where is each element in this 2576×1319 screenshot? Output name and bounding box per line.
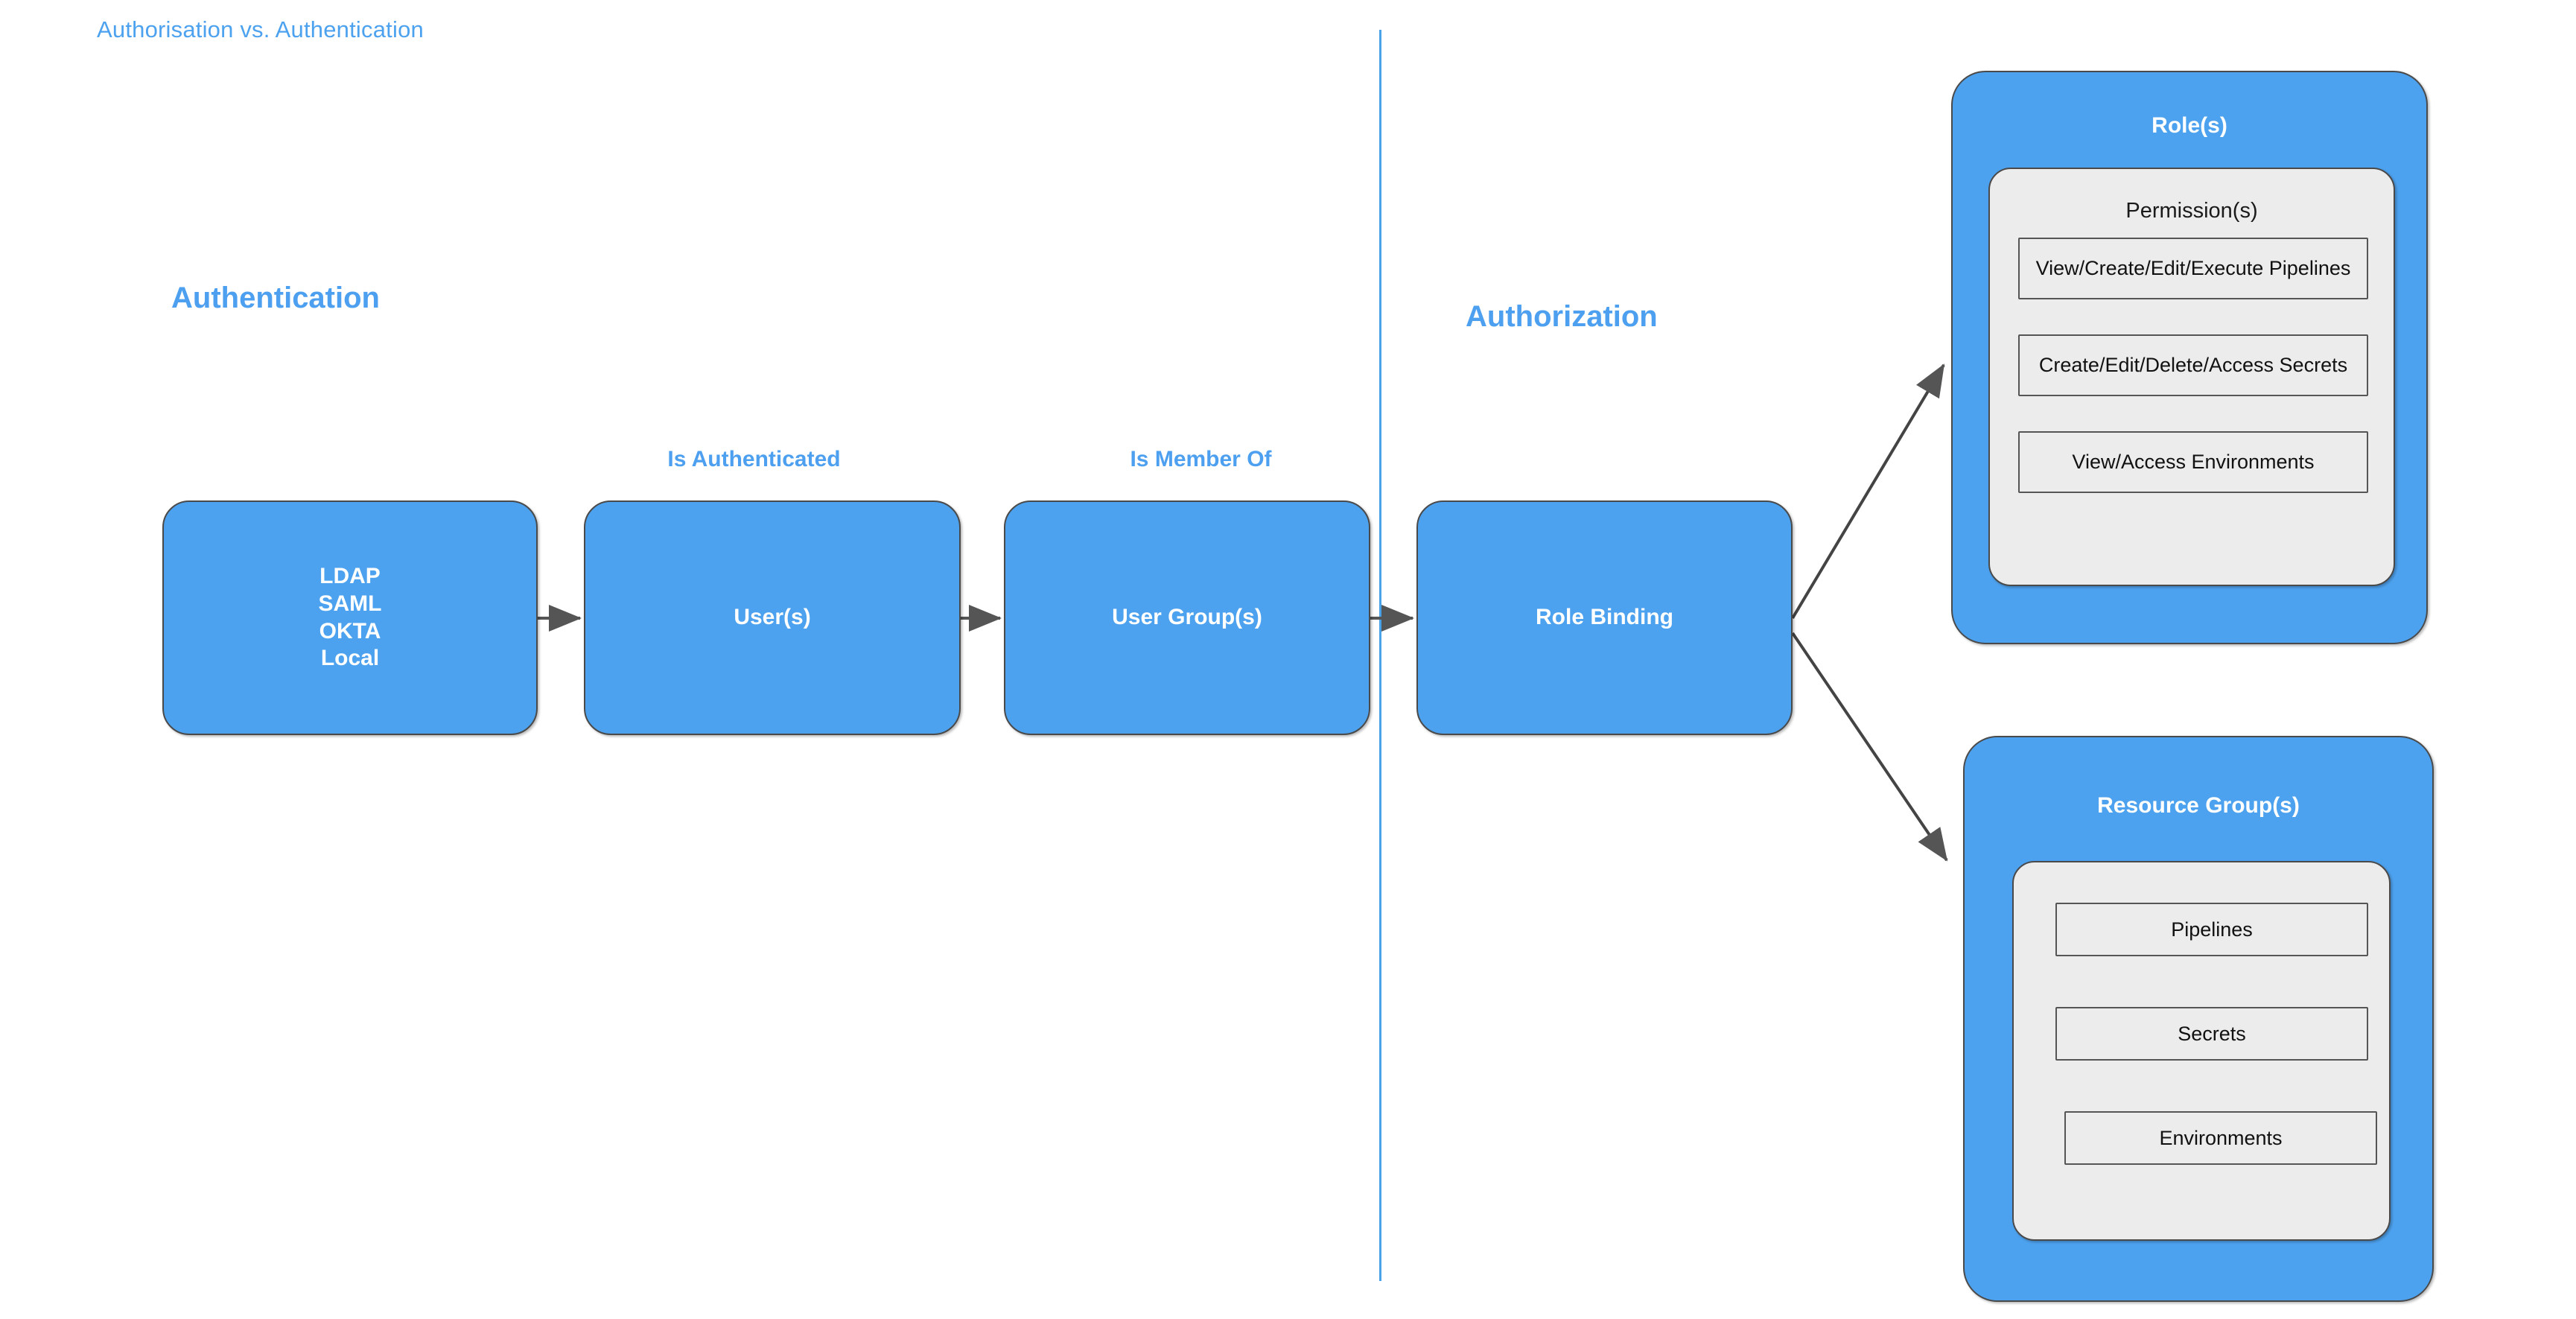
section-heading-authentication: Authentication xyxy=(171,282,380,314)
node-role-binding[interactable]: Role Binding xyxy=(1416,500,1793,735)
edge-label-is-authenticated: Is Authenticated xyxy=(667,447,841,471)
provider-saml: SAML xyxy=(318,591,382,616)
node-user-groups-label: User Group(s) xyxy=(1112,605,1262,630)
permission-item-pipelines[interactable]: View/Create/Edit/Execute Pipelines xyxy=(2018,238,2368,299)
section-divider xyxy=(1379,30,1381,1281)
panel-permissions: Permission(s) View/Create/Edit/Execute P… xyxy=(1988,168,2395,586)
section-heading-authorization: Authorization xyxy=(1466,300,1658,333)
arrow-rolebinding-to-roles xyxy=(1791,363,1945,620)
permission-item-secrets[interactable]: Create/Edit/Delete/Access Secrets xyxy=(2018,334,2368,396)
group-roles-title: Role(s) xyxy=(2152,113,2227,138)
panel-permissions-title: Permission(s) xyxy=(2125,199,2258,223)
panel-resources: Pipelines Secrets Environments xyxy=(2012,861,2391,1241)
group-resource-groups-title: Resource Group(s) xyxy=(2097,793,2300,818)
node-identity-providers[interactable]: LDAP SAML OKTA Local xyxy=(162,500,538,735)
node-user-groups[interactable]: User Group(s) xyxy=(1004,500,1370,735)
arrow-rolebinding-to-resourcegroups xyxy=(1791,632,1948,862)
provider-okta: OKTA xyxy=(319,618,381,643)
page-title: Authorisation vs. Authentication xyxy=(97,16,424,42)
node-users-label: User(s) xyxy=(734,605,811,630)
provider-ldap: LDAP xyxy=(319,564,381,589)
group-roles[interactable]: Role(s) Permission(s) View/Create/Edit/E… xyxy=(1951,71,2428,644)
permission-item-environments[interactable]: View/Access Environments xyxy=(2018,431,2368,493)
node-users[interactable]: User(s) xyxy=(584,500,961,735)
resource-item-secrets[interactable]: Secrets xyxy=(2055,1007,2368,1061)
node-role-binding-label: Role Binding xyxy=(1536,605,1673,630)
provider-local: Local xyxy=(320,646,380,671)
resource-item-environments[interactable]: Environments xyxy=(2064,1111,2377,1165)
group-resource-groups[interactable]: Resource Group(s) Pipelines Secrets Envi… xyxy=(1963,736,2434,1302)
edge-label-is-member-of: Is Member Of xyxy=(1130,447,1272,471)
resource-item-pipelines[interactable]: Pipelines xyxy=(2055,903,2368,956)
